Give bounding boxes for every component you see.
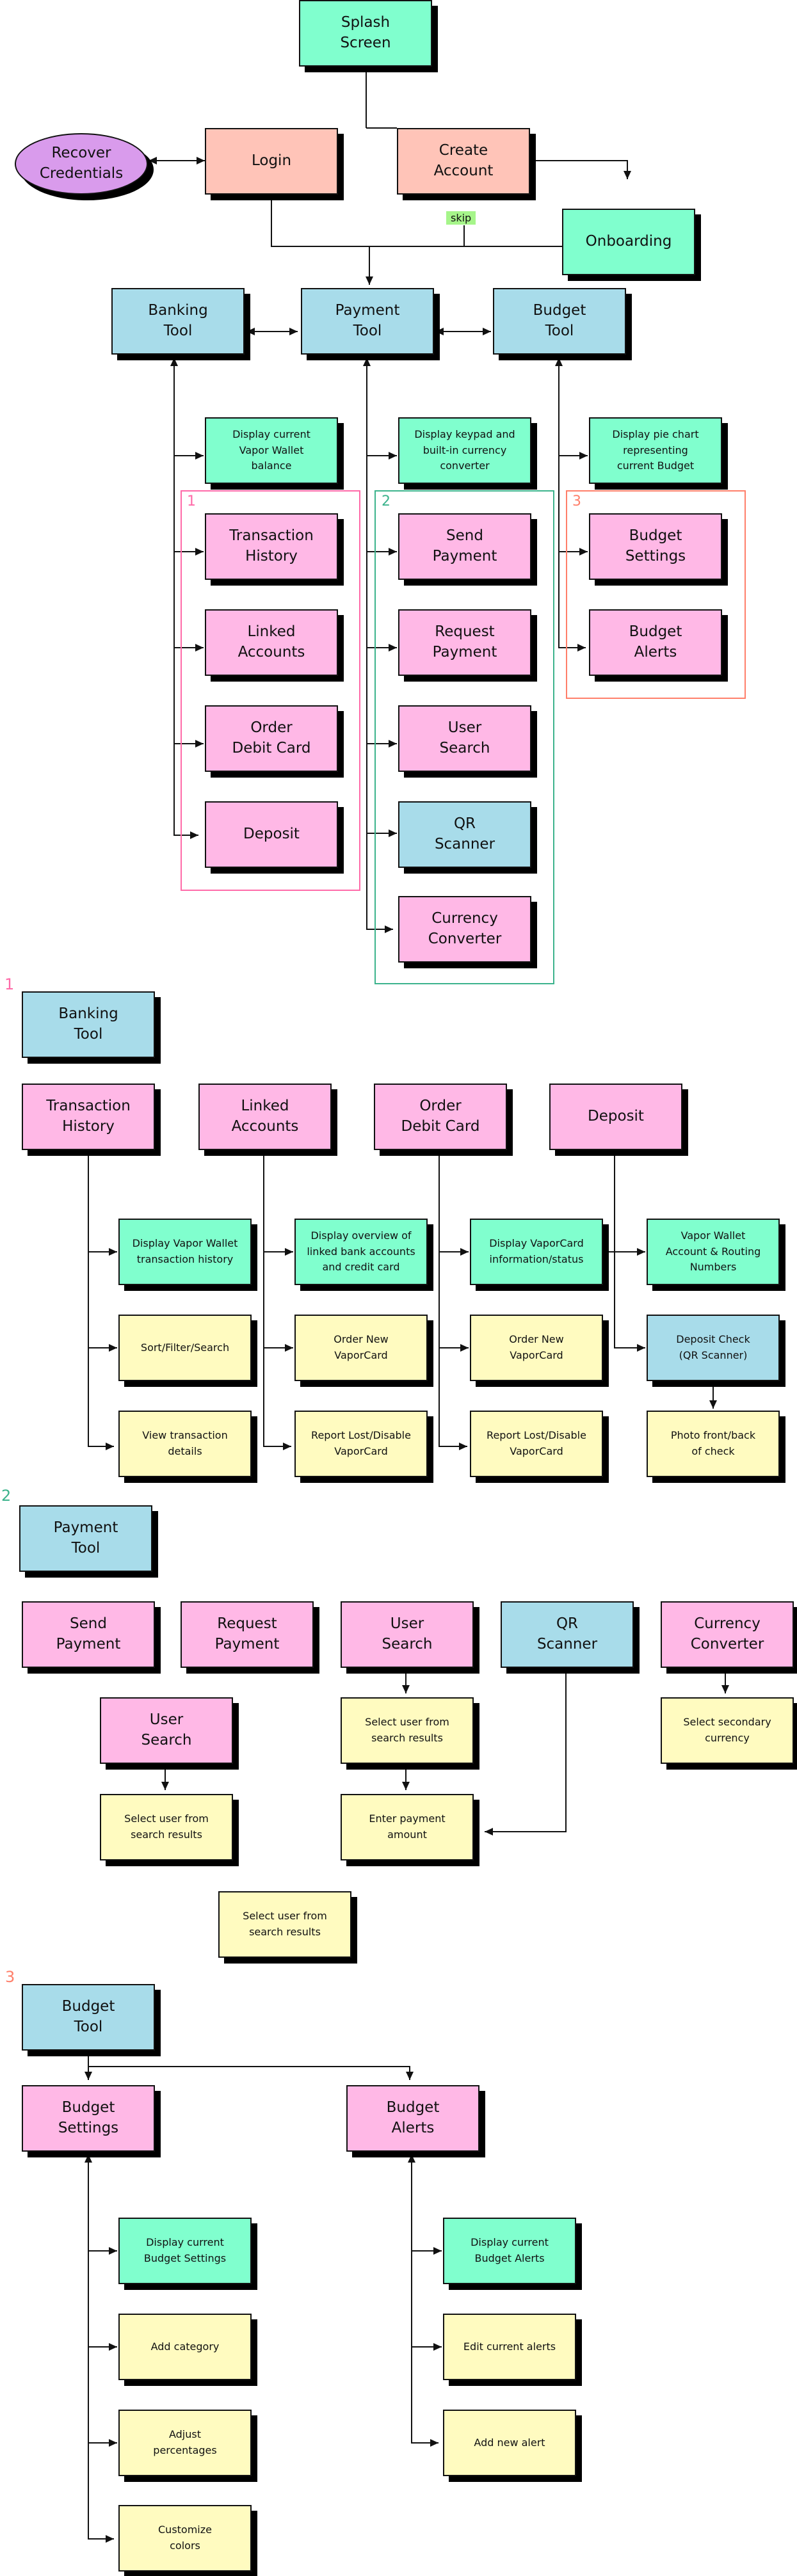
s2-user-search-sub-node[interactable]: User Search bbox=[100, 1697, 233, 1764]
s1-order-debit-card-node[interactable]: Order Debit Card bbox=[374, 1084, 507, 1150]
group-number-banking: 1 bbox=[187, 493, 196, 509]
banking-tool-node[interactable]: Banking Tool bbox=[111, 288, 245, 355]
s3-bs-item[interactable]: Adjust percentages bbox=[118, 2410, 252, 2476]
s3-bs-item[interactable]: Customize colors bbox=[118, 2505, 252, 2572]
section-3-number: 3 bbox=[5, 1968, 15, 1986]
currency-converter-node[interactable]: Currency Converter bbox=[398, 896, 531, 963]
login-node[interactable]: Login bbox=[205, 128, 338, 195]
onboarding-node[interactable]: Onboarding bbox=[562, 209, 695, 275]
s3-ba-item[interactable]: Add new alert bbox=[443, 2410, 576, 2476]
splash-screen-node[interactable]: Splash Screen bbox=[299, 0, 432, 67]
linked-accounts-node[interactable]: Linked Accounts bbox=[205, 609, 338, 676]
s1-la-item[interactable]: Display overview of linked bank accounts… bbox=[294, 1219, 428, 1285]
group-frame-budget bbox=[566, 490, 746, 699]
s2-select-user-bottom[interactable]: Select user from search results bbox=[218, 1891, 351, 1958]
s1-odc-item[interactable]: Order New VaporCard bbox=[470, 1315, 603, 1381]
s1-odc-item[interactable]: Display VaporCard information/status bbox=[470, 1219, 603, 1285]
user-search-node[interactable]: User Search bbox=[398, 705, 531, 772]
s2-select-user-mid[interactable]: Select user from search results bbox=[341, 1697, 474, 1764]
s3-ba-item[interactable]: Display current Budget Alerts bbox=[443, 2218, 576, 2284]
section-1-number: 1 bbox=[4, 975, 15, 993]
s3-bs-item[interactable]: Add category bbox=[118, 2314, 252, 2380]
s3-bs-item[interactable]: Display current Budget Settings bbox=[118, 2218, 252, 2284]
transaction-history-node[interactable]: Transaction History bbox=[205, 513, 338, 580]
budget-alerts-node[interactable]: Budget Alerts bbox=[589, 609, 722, 676]
s1-th-item[interactable]: Sort/Filter/Search bbox=[118, 1315, 252, 1381]
s2-currency-converter-node[interactable]: Currency Converter bbox=[661, 1601, 794, 1668]
s1-banking-tool-node[interactable]: Banking Tool bbox=[22, 991, 155, 1058]
s2-user-search-node[interactable]: User Search bbox=[341, 1601, 474, 1668]
s2-select-secondary[interactable]: Select secondary currency bbox=[661, 1697, 794, 1764]
s1-la-item[interactable]: Order New VaporCard bbox=[294, 1315, 428, 1381]
order-debit-card-node[interactable]: Order Debit Card bbox=[205, 705, 338, 772]
s3-ba-item[interactable]: Edit current alerts bbox=[443, 2314, 576, 2380]
s3-budget-alerts-node[interactable]: Budget Alerts bbox=[346, 2085, 479, 2152]
s1-th-item[interactable]: Display Vapor Wallet transaction history bbox=[118, 1219, 252, 1285]
s2-enter-amount[interactable]: Enter payment amount bbox=[341, 1794, 474, 1860]
budget-display-node[interactable]: Display pie chart representing current B… bbox=[589, 417, 722, 484]
skip-label: skip bbox=[446, 211, 476, 225]
payment-tool-node[interactable]: Payment Tool bbox=[301, 288, 434, 355]
s1-dep-item[interactable]: Photo front/back of check bbox=[647, 1411, 780, 1477]
s1-th-item[interactable]: View transaction details bbox=[118, 1411, 252, 1477]
s2-payment-tool-node[interactable]: Payment Tool bbox=[19, 1505, 152, 1572]
s1-odc-item[interactable]: Report Lost/Disable VaporCard bbox=[470, 1411, 603, 1477]
section-2-number: 2 bbox=[1, 1487, 12, 1505]
budget-settings-node[interactable]: Budget Settings bbox=[589, 513, 722, 580]
payment-display-node[interactable]: Display keypad and built-in currency con… bbox=[398, 417, 531, 484]
s2-request-payment-node[interactable]: Request Payment bbox=[181, 1601, 314, 1668]
banking-display-node[interactable]: Display current Vapor Wallet balance bbox=[205, 417, 338, 484]
s1-linked-accounts-node[interactable]: Linked Accounts bbox=[198, 1084, 332, 1150]
request-payment-node[interactable]: Request Payment bbox=[398, 609, 531, 676]
s1-la-item[interactable]: Report Lost/Disable VaporCard bbox=[294, 1411, 428, 1477]
s2-qr-scanner-node[interactable]: QR Scanner bbox=[501, 1601, 634, 1668]
recover-credentials-node[interactable]: Recover Credentials bbox=[15, 133, 148, 195]
group-number-payment: 2 bbox=[382, 493, 390, 509]
group-frame-payment bbox=[374, 490, 554, 984]
s2-select-user-left[interactable]: Select user from search results bbox=[100, 1794, 233, 1860]
deposit-node[interactable]: Deposit bbox=[205, 801, 338, 868]
s1-deposit-node[interactable]: Deposit bbox=[549, 1084, 682, 1150]
s3-budget-settings-node[interactable]: Budget Settings bbox=[22, 2085, 155, 2152]
qr-scanner-node[interactable]: QR Scanner bbox=[398, 801, 531, 868]
s2-send-payment-node[interactable]: Send Payment bbox=[22, 1601, 155, 1668]
create-account-node[interactable]: Create Account bbox=[397, 128, 530, 195]
s3-budget-tool-node[interactable]: Budget Tool bbox=[22, 1984, 155, 2051]
s1-dep-item[interactable]: Deposit Check (QR Scanner) bbox=[647, 1315, 780, 1381]
s1-dep-item[interactable]: Vapor Wallet Account & Routing Numbers bbox=[647, 1219, 780, 1285]
group-number-budget: 3 bbox=[572, 493, 581, 509]
budget-tool-node[interactable]: Budget Tool bbox=[493, 288, 626, 355]
send-payment-node[interactable]: Send Payment bbox=[398, 513, 531, 580]
s1-transaction-history-node[interactable]: Transaction History bbox=[22, 1084, 155, 1150]
group-frame-banking bbox=[181, 490, 360, 891]
